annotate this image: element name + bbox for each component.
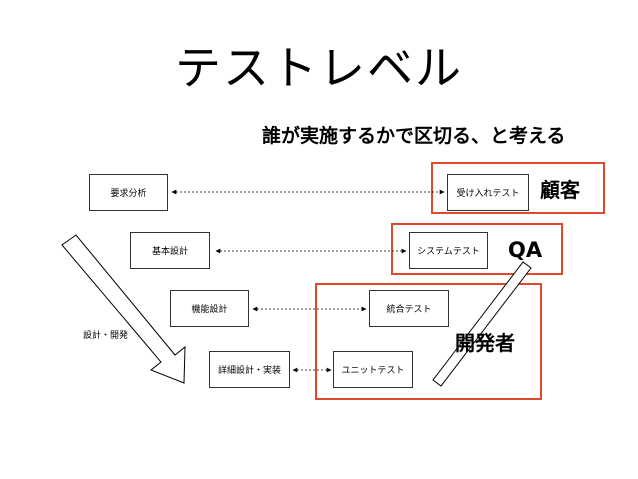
role-developer-label: 開発者 — [455, 331, 515, 355]
test-box-unit: ユニットテスト — [333, 351, 413, 388]
role-customer-label: 顧客 — [540, 178, 580, 202]
customer-group-box — [431, 162, 605, 214]
design-box-requirements: 要求分析 — [89, 174, 168, 211]
developer-group-box — [315, 283, 542, 400]
slide-title: テストレベル — [175, 41, 463, 95]
design-box-functional: 機能設計 — [170, 290, 249, 327]
test-flow-arrow — [432, 261, 532, 387]
design-development-label: 設計・開発 — [83, 331, 129, 341]
role-qa-label: QA — [508, 238, 543, 262]
test-box-system: システムテスト — [409, 232, 488, 269]
test-box-acceptance: 受け入れテスト — [447, 174, 529, 211]
design-box-basic: 基本設計 — [130, 232, 210, 269]
test-box-integration: 統合テスト — [369, 290, 449, 327]
design-flow-arrow — [61, 234, 186, 384]
slide-subtitle: 誰が実施するかで区切る、と考える — [262, 125, 566, 147]
design-box-detailed: 詳細設計・実装 — [209, 351, 290, 388]
